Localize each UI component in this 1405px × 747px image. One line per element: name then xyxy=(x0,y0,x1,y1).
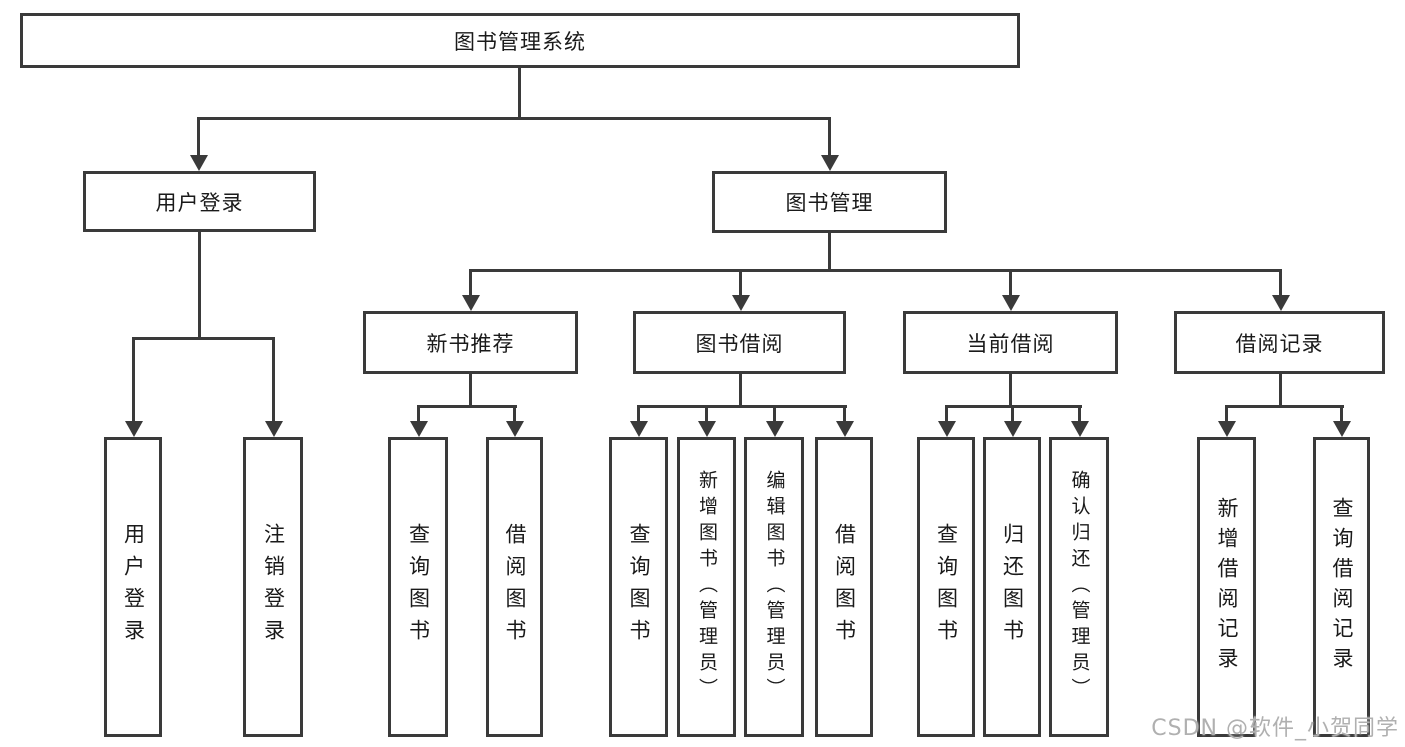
connector-vline xyxy=(469,374,472,408)
leaf-add-book-admin: 新增图书（管理员） xyxy=(677,437,736,737)
connector-vline xyxy=(705,405,708,423)
leaf-user-login: 用户登录 xyxy=(104,437,162,737)
connector-vline xyxy=(739,269,742,297)
leaf-label: 查询图书 xyxy=(934,523,959,651)
arrow-down-icon xyxy=(1218,421,1236,437)
arrow-down-icon xyxy=(190,155,208,171)
node-label: 借阅记录 xyxy=(1235,331,1324,356)
connector-vline xyxy=(1279,269,1282,297)
leaf-label: 用户登录 xyxy=(121,523,146,651)
leaf-add-borrow-record: 新增借阅记录 xyxy=(1197,437,1256,737)
connector-hline xyxy=(417,405,517,408)
node-label: 新书推荐 xyxy=(426,331,515,356)
node-book-borrow: 图书借阅 xyxy=(633,311,846,374)
arrow-down-icon xyxy=(836,421,854,437)
connector-vline xyxy=(1011,405,1014,423)
arrow-down-icon xyxy=(732,295,750,311)
connector-vline xyxy=(469,269,472,297)
leaf-label: 借阅图书 xyxy=(832,523,857,651)
node-new-book-recommend: 新书推荐 xyxy=(363,311,578,374)
connector-hline xyxy=(197,117,831,120)
leaf-logout: 注销登录 xyxy=(243,437,303,737)
connector-vline xyxy=(1009,269,1012,297)
connector-vline xyxy=(1078,405,1081,423)
node-label: 图书管理 xyxy=(785,191,874,215)
connector-vline xyxy=(828,117,831,155)
connector-vline xyxy=(1279,374,1282,408)
connector-vline xyxy=(198,232,201,338)
node-label: 用户登录 xyxy=(155,190,244,215)
connector-hline xyxy=(132,337,275,340)
node-borrow-records: 借阅记录 xyxy=(1174,311,1385,374)
leaf-label: 新增借阅记录 xyxy=(1215,497,1239,677)
connector-vline xyxy=(132,337,135,421)
arrow-down-icon xyxy=(462,295,480,311)
leaf-query-books-3: 查询图书 xyxy=(917,437,975,737)
leaf-query-borrow-record: 查询借阅记录 xyxy=(1313,437,1370,737)
arrow-down-icon xyxy=(1004,421,1022,437)
leaf-borrow-books-2: 借阅图书 xyxy=(815,437,873,737)
leaf-label: 查询图书 xyxy=(627,523,651,651)
connector-vline xyxy=(513,405,516,423)
leaf-label: 借阅图书 xyxy=(503,523,527,651)
arrow-down-icon xyxy=(1272,295,1290,311)
arrow-down-icon xyxy=(630,421,648,437)
arrow-down-icon xyxy=(1333,421,1351,437)
connector-vline xyxy=(773,405,776,423)
arrow-down-icon xyxy=(1002,295,1020,311)
leaf-label: 编辑图书（管理员） xyxy=(763,470,786,704)
arrow-down-icon xyxy=(821,155,839,171)
node-label: 当前借阅 xyxy=(966,331,1055,356)
connector-vline xyxy=(945,405,948,423)
leaf-label: 注销登录 xyxy=(261,523,286,651)
arrow-down-icon xyxy=(938,421,956,437)
arrow-down-icon xyxy=(125,421,143,437)
leaf-borrow-books-1: 借阅图书 xyxy=(486,437,543,737)
leaf-query-books-1: 查询图书 xyxy=(388,437,448,737)
node-label: 图书借阅 xyxy=(695,331,784,356)
connector-vline xyxy=(417,405,420,423)
connector-vline xyxy=(272,337,275,421)
leaf-confirm-return-admin: 确认归还（管理员） xyxy=(1049,437,1109,737)
leaf-label: 确认归还（管理员） xyxy=(1068,470,1091,704)
connector-vline xyxy=(828,232,831,271)
node-current-borrow: 当前借阅 xyxy=(903,311,1118,374)
connector-hline xyxy=(469,269,1282,272)
leaf-edit-book-admin: 编辑图书（管理员） xyxy=(744,437,804,737)
node-user-login: 用户登录 xyxy=(83,171,316,232)
node-label: 图书管理系统 xyxy=(454,29,586,54)
arrow-down-icon xyxy=(410,421,428,437)
arrow-down-icon xyxy=(506,421,524,437)
connector-hline xyxy=(1225,405,1344,408)
connector-vline xyxy=(518,68,521,118)
node-root: 图书管理系统 xyxy=(20,13,1020,68)
arrow-down-icon xyxy=(698,421,716,437)
leaf-label: 新增图书（管理员） xyxy=(696,470,718,704)
connector-vline xyxy=(1340,405,1343,423)
leaf-label: 归还图书 xyxy=(1000,523,1025,651)
arrow-down-icon xyxy=(766,421,784,437)
connector-hline xyxy=(637,405,847,408)
leaf-return-books: 归还图书 xyxy=(983,437,1041,737)
node-book-management: 图书管理 xyxy=(712,171,947,233)
connector-vline xyxy=(739,374,742,408)
csdn-watermark: CSDN @软件_小贺同学 xyxy=(1151,716,1399,741)
connector-vline xyxy=(1225,405,1228,423)
connector-vline xyxy=(843,405,846,423)
connector-vline xyxy=(637,405,640,423)
arrow-down-icon xyxy=(1071,421,1089,437)
leaf-label: 查询图书 xyxy=(406,523,431,651)
leaf-query-books-2: 查询图书 xyxy=(609,437,668,737)
connector-vline xyxy=(197,117,200,155)
connector-vline xyxy=(1009,374,1012,408)
arrow-down-icon xyxy=(265,421,283,437)
leaf-label: 查询借阅记录 xyxy=(1330,497,1354,677)
